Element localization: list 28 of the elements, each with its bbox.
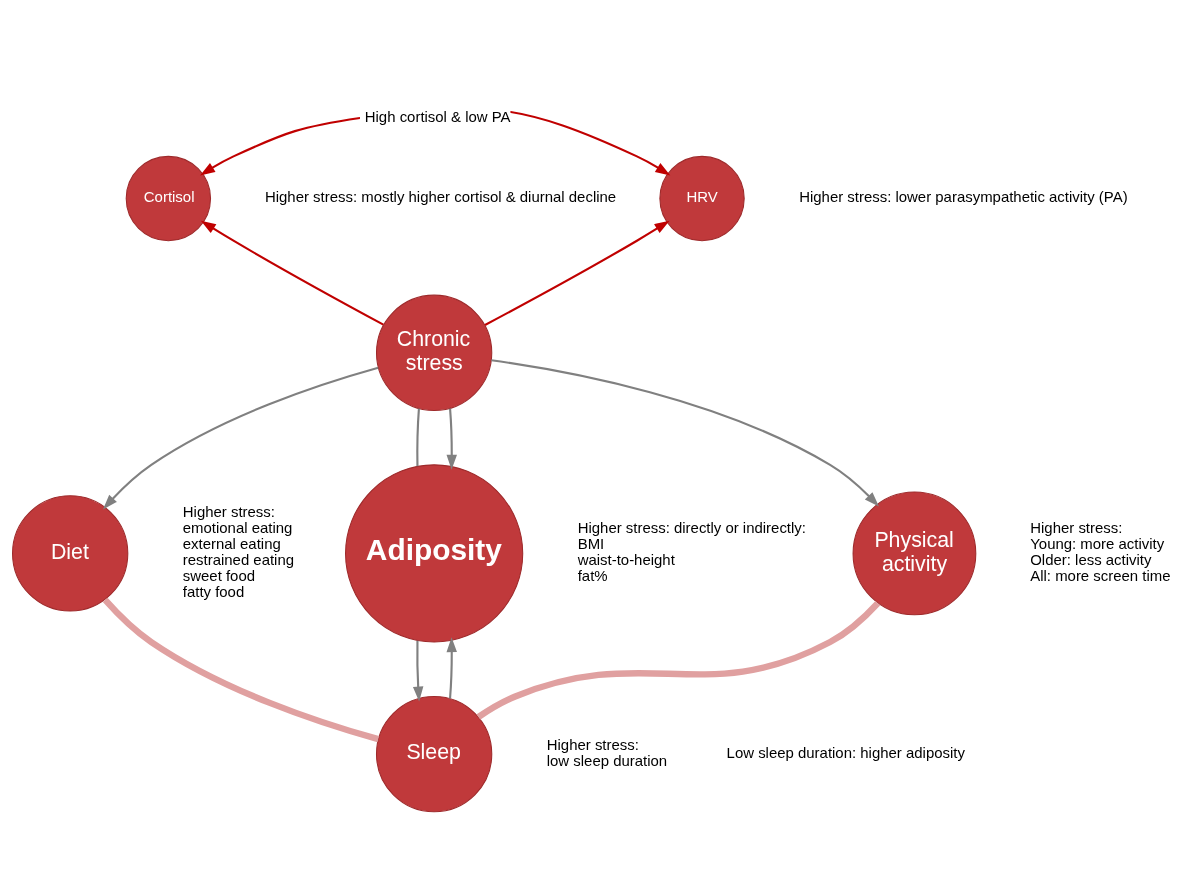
label: Higher stress:: [182, 502, 275, 520]
label: Low sleep duration: higher adiposity: [726, 743, 965, 761]
connector: [476, 600, 881, 720]
label: Higher stress: lower parasympathetic activity (PA): [799, 188, 1128, 205]
label: fat%: [577, 566, 608, 584]
arrow: [491, 358, 879, 507]
label: waist-to-height: [577, 550, 675, 568]
node-circle: Adiposity: [345, 463, 524, 643]
node-circle: Chronic stress: [375, 294, 493, 411]
arrow: [446, 408, 457, 470]
label: external eating: [182, 534, 281, 552]
label: Higher stress: mostly higher cortisol & diurnal decline: [264, 188, 617, 205]
arrow: [200, 220, 384, 326]
arrow: [412, 640, 424, 702]
label: Higher stress:: [1030, 518, 1123, 536]
label: sweet food: [182, 566, 256, 584]
arrow: [103, 366, 379, 509]
connector: [416, 408, 420, 466]
node-circle: HRV: [659, 155, 745, 241]
edge-label: High cortisol & low PA: [364, 107, 511, 125]
arrow: [484, 220, 670, 326]
label: fatty food: [182, 582, 245, 600]
arrow: [446, 636, 457, 699]
label: Higher stress: directly or indirectly:: [577, 518, 806, 536]
node-circle: Cortisol: [125, 155, 212, 241]
node-circle: Sleep: [375, 695, 493, 812]
connector: [102, 597, 380, 742]
label: Higher stress:: [546, 735, 639, 753]
